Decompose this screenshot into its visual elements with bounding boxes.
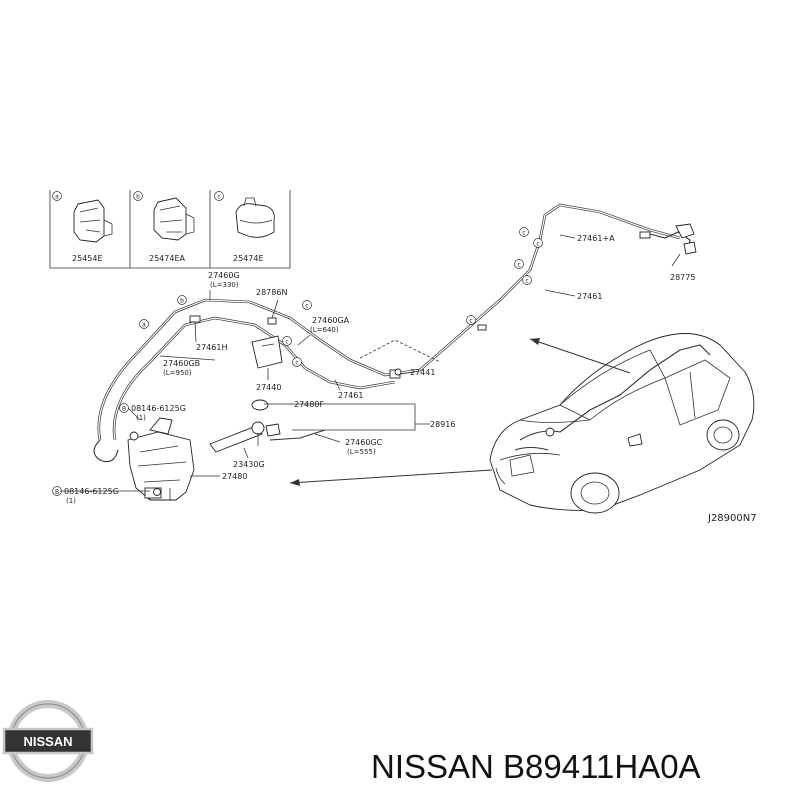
clip-b-drawing	[153, 197, 195, 241]
hose-markers: a b c c c c c c c c B B	[52, 227, 543, 496]
reference-arrows	[289, 338, 631, 486]
svg-text:c: c	[285, 339, 288, 346]
car-illustration	[489, 333, 755, 514]
svg-text:c: c	[305, 303, 308, 310]
inset-a-letter: a	[55, 194, 59, 201]
label-23430G: 23430G	[233, 460, 265, 469]
label-27461A: 27461+A	[577, 234, 615, 243]
label-27461-mid: 27461	[338, 391, 363, 400]
svg-text:B: B	[55, 489, 59, 496]
leader-lines	[60, 234, 681, 492]
svg-text:c: c	[525, 278, 528, 285]
label-27441: 27441	[410, 368, 435, 377]
label-27460GB-length: (L=950)	[163, 369, 192, 377]
svg-text:c: c	[536, 241, 539, 248]
label-bolt2-qty: (1)	[66, 497, 76, 505]
pump-assembly	[209, 399, 281, 453]
label-27460GA-length: (L=640)	[310, 326, 339, 334]
label-27461H: 27461H	[196, 343, 227, 352]
label-25474E: 25474E	[233, 254, 264, 263]
label-bolt1-qty: (1)	[136, 414, 146, 422]
marker-b-bolt1: B	[119, 403, 129, 413]
label-27460G: 27460G	[208, 271, 240, 280]
marker-c-2: c	[282, 336, 292, 346]
marker-c-4: c	[466, 315, 476, 325]
svg-text:c: c	[517, 262, 520, 269]
nissan-logo: NISSAN	[2, 700, 94, 782]
label-27460G-length: (L=330)	[210, 281, 239, 289]
label-27461-rear: 27461	[577, 292, 602, 301]
label-27440: 27440	[256, 383, 281, 392]
svg-text:c: c	[522, 230, 525, 237]
inset-b-marker: b	[133, 191, 143, 201]
label-28775: 28775	[670, 273, 695, 282]
marker-c-7: c	[519, 227, 529, 237]
marker-c-5: c	[514, 259, 524, 269]
marker-a-1: a	[139, 319, 149, 329]
callout-labels: 27460G (L=330) 28786N 27460GA (L=640) 27…	[64, 234, 695, 505]
label-bolt1: 08146-6125G	[131, 404, 186, 413]
svg-text:c: c	[469, 318, 472, 325]
part-number-caption: NISSAN B89411HA0A	[371, 748, 701, 785]
label-27460GA: 27460GA	[312, 316, 350, 325]
marker-b-1: b	[177, 295, 187, 305]
clip-a-drawing	[73, 199, 113, 243]
marker-c-8: c	[533, 238, 543, 248]
svg-text:c: c	[295, 360, 298, 367]
rear-nozzle-28775	[675, 223, 697, 255]
inset-b-letter: b	[136, 194, 140, 201]
svg-text:b: b	[180, 298, 184, 305]
label-28786N: 28786N	[256, 288, 287, 297]
label-27460GC: 27460GC	[345, 438, 383, 447]
label-27460GB: 27460GB	[163, 359, 200, 368]
label-25474EA: 25474EA	[149, 254, 186, 263]
svg-text:a: a	[142, 322, 146, 329]
label-27460GC-length: (L=555)	[347, 448, 376, 456]
inset-c-letter: c	[217, 194, 220, 201]
diagram-code: J28900N7	[707, 513, 757, 524]
washer-tank	[127, 417, 195, 501]
label-28916: 28916	[430, 420, 455, 429]
label-25454E: 25454E	[72, 254, 103, 263]
logo-text: NISSAN	[23, 734, 72, 749]
inset-table: a b c 25454E 25474EA 25474E	[49, 190, 291, 269]
label-27480: 27480	[222, 472, 247, 481]
marker-c-6: c	[522, 275, 532, 285]
inset-a-marker: a	[52, 191, 62, 201]
bracket-27440	[251, 335, 283, 369]
svg-text:B: B	[122, 406, 126, 413]
clip-c-drawing	[235, 197, 275, 238]
label-bolt2: 08146-6125G	[64, 487, 119, 496]
label-27480F: 27480F	[294, 400, 324, 409]
marker-c-1: c	[302, 300, 312, 310]
inset-c-marker: c	[214, 191, 224, 201]
marker-c-3: c	[292, 357, 302, 367]
